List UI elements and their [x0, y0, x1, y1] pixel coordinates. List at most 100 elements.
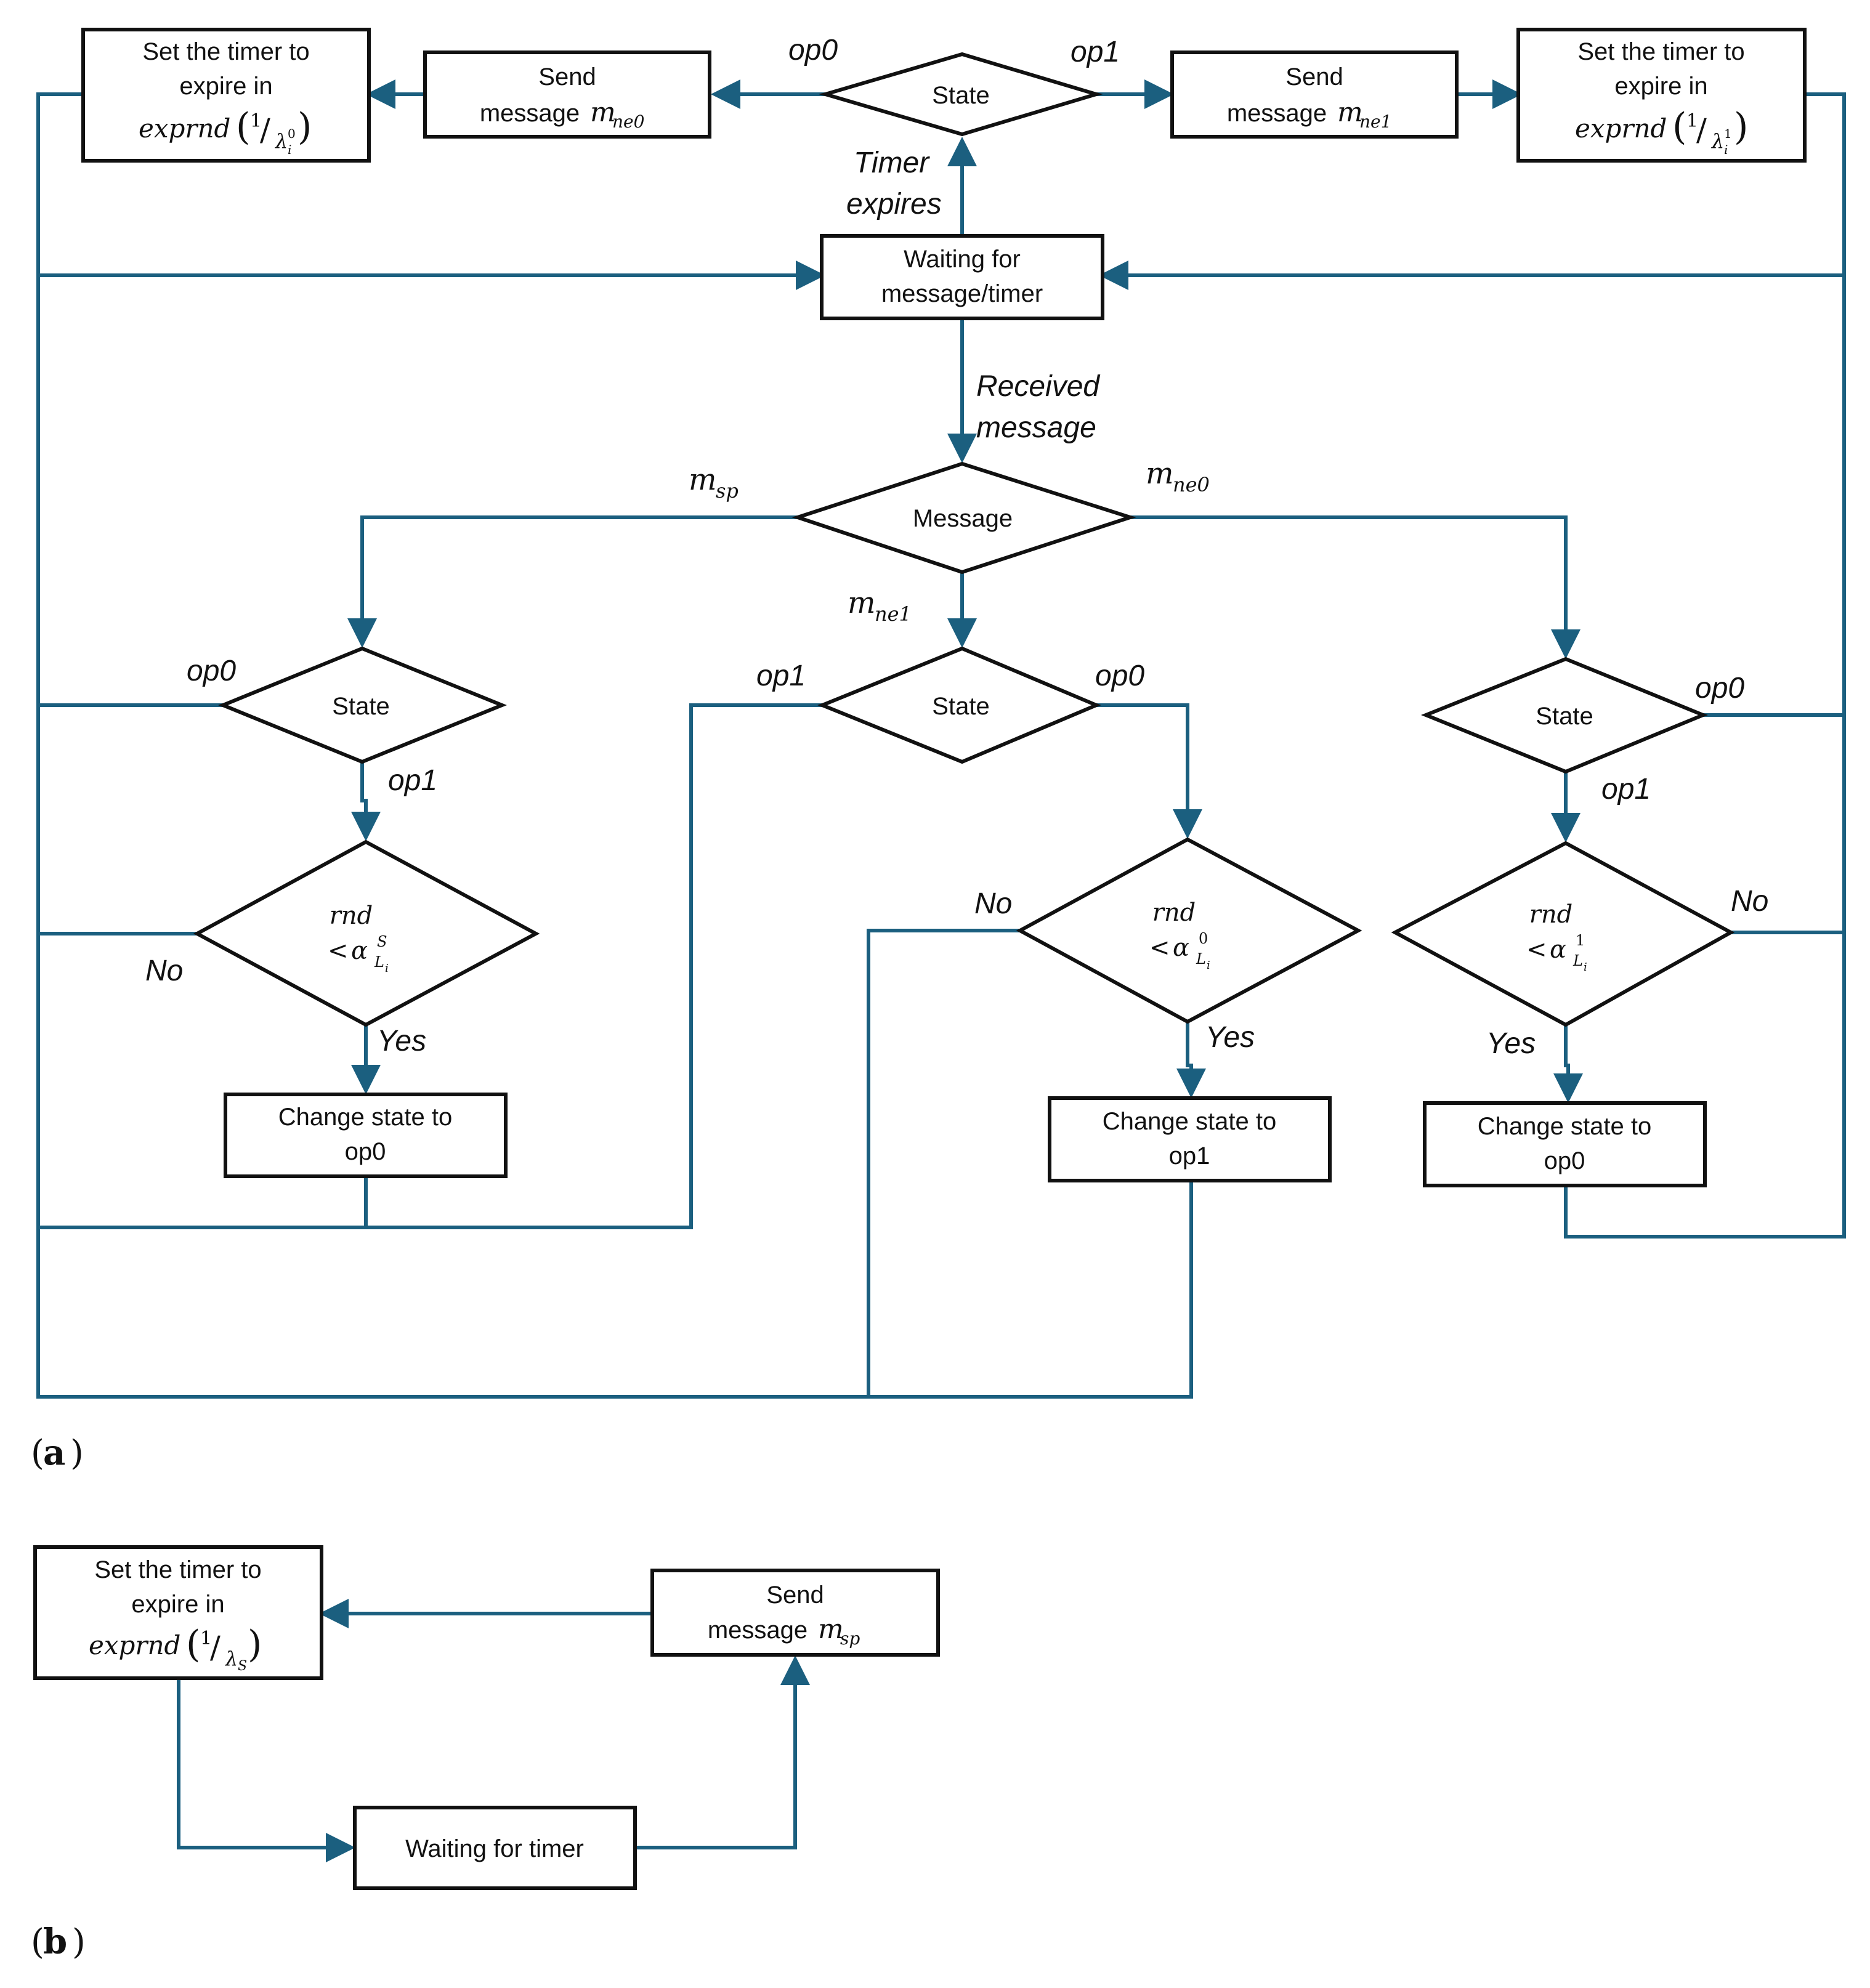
state-decision-label: State — [932, 693, 989, 720]
alpha-symbol: α — [1173, 934, 1189, 962]
svg-text:a: a — [43, 1432, 65, 1473]
edge-label-yes: Yes — [1486, 1027, 1536, 1060]
panel-label-a: ( a ) — [31, 1432, 84, 1473]
edge-label-op1: op1 — [756, 660, 806, 692]
state-decision-left: State — [218, 646, 507, 764]
paren-open: ( — [186, 1623, 200, 1666]
waiting-label: Waiting for timer — [405, 1835, 584, 1862]
message-symbol: m — [590, 97, 616, 128]
edge-label-expires: expires — [846, 188, 942, 220]
fraction-slash: / — [1696, 112, 1707, 148]
panel-label-b: ( b ) — [31, 1921, 86, 1962]
send-line1: Send — [1285, 63, 1343, 91]
alpha-subscript: L — [374, 953, 384, 971]
change-line2: op0 — [1544, 1147, 1585, 1174]
edge-label-no: No — [974, 887, 1012, 920]
svg-text:b: b — [43, 1921, 67, 1962]
edge-label-msp: m sp — [689, 463, 739, 503]
state-decision-label: State — [932, 82, 989, 109]
state-decision-label: State — [332, 693, 389, 720]
edge-label-yes: Yes — [377, 1025, 426, 1057]
rnd-decision-alpha-s: rnd < α S L i — [193, 839, 540, 1027]
svg-text:ne0: ne0 — [1173, 473, 1210, 496]
edge-label-op1: op1 — [1071, 36, 1120, 68]
panel-a-connectors — [36, 79, 1846, 1399]
state-decision-label: State — [1536, 703, 1593, 730]
send-message-msp-box: Send message m sp — [650, 1569, 940, 1657]
lambda-subscript: i — [1724, 142, 1728, 157]
paren-open: ( — [236, 105, 250, 148]
edge-label-no: No — [145, 955, 183, 987]
alpha-sub-subscript: i — [385, 962, 389, 975]
lambda-subscript: i — [288, 142, 291, 157]
alpha-sub-subscript: i — [1207, 959, 1210, 972]
panel-a-nodes: Set the timer to expire in exprnd ( 1 / … — [81, 28, 1807, 1187]
paren-open: ( — [1672, 105, 1686, 148]
numerator-one: 1 — [200, 1628, 212, 1649]
svg-text:m: m — [689, 463, 717, 497]
rnd-decision-alpha-0: rnd < α 0 L i — [1016, 837, 1362, 1024]
edge-label-op1: op1 — [388, 764, 437, 797]
fraction-slash: / — [210, 1630, 221, 1665]
edge-label-no: No — [1731, 885, 1768, 918]
edge-label-mne1: m ne1 — [848, 586, 912, 626]
svg-text:m: m — [848, 586, 876, 620]
timer-box-line1: Set the timer to — [1577, 38, 1744, 65]
lambda-subscript: S — [238, 1659, 247, 1674]
exprnd-fn: exprnd — [139, 113, 230, 143]
edge-label-received: Received — [976, 370, 1100, 403]
change-line1: Change state to — [1478, 1113, 1651, 1140]
message-subscript: ne0 — [612, 111, 644, 132]
svg-text:sp: sp — [716, 479, 739, 503]
numerator-one: 1 — [250, 110, 262, 132]
message-symbol: m — [818, 1614, 844, 1645]
message-decision: Message — [791, 461, 1136, 575]
lambda-superscript: 0 — [288, 126, 296, 141]
change-state-op1-box: Change state to op1 — [1048, 1096, 1332, 1182]
lambda-symbol: λ — [224, 1647, 238, 1670]
change-state-op0-right-box: Change state to op0 — [1423, 1101, 1707, 1187]
svg-text:(: ( — [31, 1433, 44, 1473]
change-line1: Change state to — [278, 1104, 452, 1131]
alpha-subscript: L — [1572, 952, 1583, 969]
send-message-mne0-box: Send message m ne0 — [423, 51, 711, 139]
svg-text:): ) — [70, 1433, 84, 1473]
svg-text:ne1: ne1 — [875, 602, 912, 626]
less-than: < — [328, 937, 349, 965]
message-decision-label: Message — [913, 505, 1013, 532]
alpha-superscript: 0 — [1199, 930, 1208, 947]
alpha-symbol: α — [1550, 935, 1566, 964]
timer-box-line1: Set the timer to — [142, 38, 309, 65]
lambda-superscript: 1 — [1724, 126, 1732, 141]
paren-close: ) — [248, 1623, 262, 1666]
send-line1: Send — [538, 63, 596, 91]
svg-text:(: ( — [31, 1922, 44, 1962]
send-line2: message — [480, 100, 580, 127]
less-than: < — [1149, 934, 1170, 962]
edge-label-op0: op0 — [1095, 660, 1144, 692]
timer-box-line2: expire in — [131, 1591, 224, 1618]
timer-box-lambda0: Set the timer to expire in exprnd ( 1 / … — [81, 28, 371, 163]
alpha-superscript: 1 — [1576, 932, 1585, 949]
send-line2: message — [708, 1617, 808, 1644]
paren-close: ) — [1734, 105, 1748, 148]
rnd-decision-alpha-1: rnd < α 1 L i — [1391, 841, 1735, 1027]
edge-label-op0: op0 — [187, 655, 236, 687]
timer-box-lambda-s: Set the timer to expire in exprnd ( 1 / … — [33, 1545, 323, 1680]
edge-label-message: message — [976, 411, 1096, 444]
state-decision-right: State — [1420, 657, 1708, 774]
change-line1: Change state to — [1103, 1108, 1276, 1135]
fraction-slash: / — [260, 112, 270, 148]
exprnd-fn: exprnd — [89, 1630, 180, 1660]
edge-label-op0: op0 — [1695, 672, 1744, 705]
send-line1: Send — [766, 1582, 824, 1609]
timer-box-line2: expire in — [179, 73, 272, 100]
timer-box-line1: Set the timer to — [94, 1556, 261, 1583]
send-line2: message — [1227, 100, 1327, 127]
lambda-symbol: λ — [274, 129, 288, 153]
alpha-superscript: S — [377, 933, 387, 950]
edge-label-mne0: m ne0 — [1146, 456, 1210, 496]
exprnd-fn: exprnd — [1575, 113, 1667, 143]
alpha-symbol: α — [351, 937, 368, 965]
send-message-mne1-box: Send message m ne1 — [1170, 51, 1459, 139]
